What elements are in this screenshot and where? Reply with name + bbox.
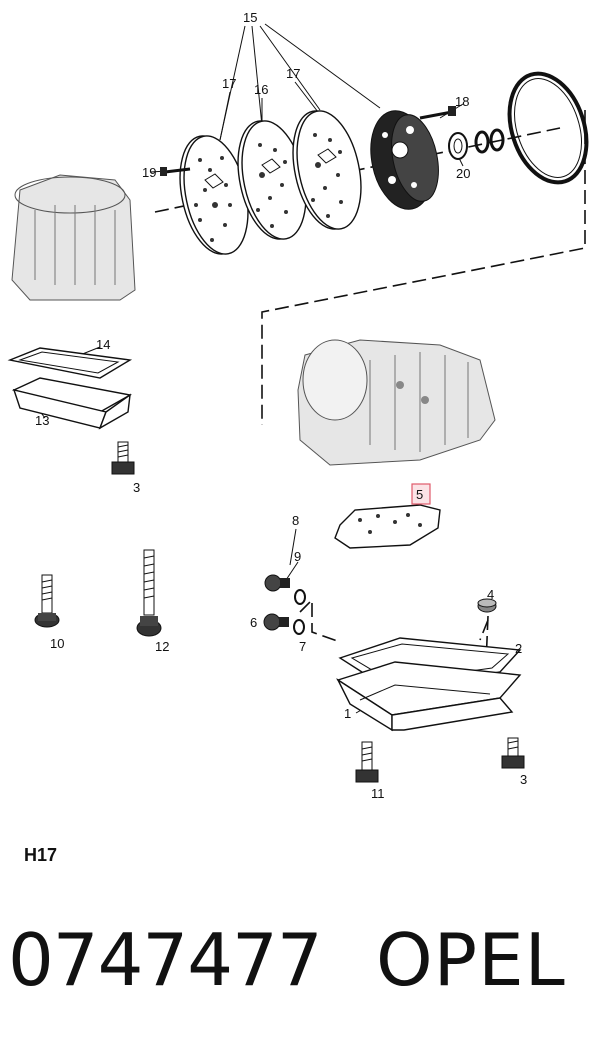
exploded-parts-diagram: 15 17 16 17 18 19 20 14 13 3 5 8 9 4 6 7…: [7, 10, 589, 801]
transmission-assembly: [297, 339, 496, 466]
callout-3-upper: 3: [133, 480, 140, 495]
seal-20: [448, 132, 468, 160]
pan-13: [11, 377, 133, 430]
o-ring-b: [489, 128, 505, 152]
callout-4: 4: [487, 587, 494, 602]
bolt-19: [160, 167, 191, 176]
bolt-3-upper: [111, 441, 135, 475]
callout-6: 6: [250, 615, 257, 630]
callout-9: 9: [294, 549, 301, 564]
valve-plate-left: [179, 135, 249, 255]
plug-6: [263, 613, 289, 631]
seal-7: [293, 619, 305, 635]
bolt-18: [419, 106, 456, 120]
callout-2: 2: [515, 641, 522, 656]
pump-housing: [370, 110, 439, 210]
callout-12: 12: [155, 639, 169, 654]
transmission-case-top: [11, 174, 136, 301]
callout-18: 18: [455, 94, 469, 109]
seal-9: [294, 589, 306, 605]
callout-17-left: 17: [222, 76, 236, 91]
callout-13: 13: [35, 413, 49, 428]
oil-pan-1: [336, 661, 522, 732]
callout-labels: 15 17 16 17 18 19 20 14 13 3 5 8 9 4 6 7…: [35, 10, 527, 801]
callout-20: 20: [456, 166, 470, 181]
bolt-11: [355, 741, 379, 783]
plug-8: [264, 574, 290, 592]
bolt-12: [136, 549, 162, 637]
valve-plate-right: [292, 110, 362, 230]
callout-1: 1: [344, 706, 351, 721]
callout-3-lower: 3: [520, 772, 527, 787]
callout-10: 10: [50, 636, 64, 651]
bolt-10: [34, 574, 60, 628]
callout-19: 19: [142, 165, 156, 180]
snap-ring: [507, 71, 589, 185]
section-code: H17: [24, 845, 58, 865]
filter-5: [334, 483, 441, 549]
cap-4: [477, 598, 497, 613]
callout-14: 14: [96, 337, 110, 352]
callout-11: 11: [371, 786, 385, 801]
callout-15: 15: [243, 10, 257, 25]
bolt-3-lower: [501, 737, 525, 769]
callout-5: 5: [416, 487, 423, 502]
part-number: 0747477: [8, 918, 323, 1002]
brand-name: OPEL: [376, 918, 566, 1002]
o-ring-a: [474, 130, 490, 154]
callout-5-highlight: [411, 483, 431, 505]
leader-lines: [34, 23, 516, 714]
gasket-14: [7, 347, 133, 379]
callout-16: 16: [254, 82, 268, 97]
callout-17-right: 17: [286, 66, 300, 81]
callout-7: 7: [299, 639, 306, 654]
callout-8: 8: [292, 513, 299, 528]
